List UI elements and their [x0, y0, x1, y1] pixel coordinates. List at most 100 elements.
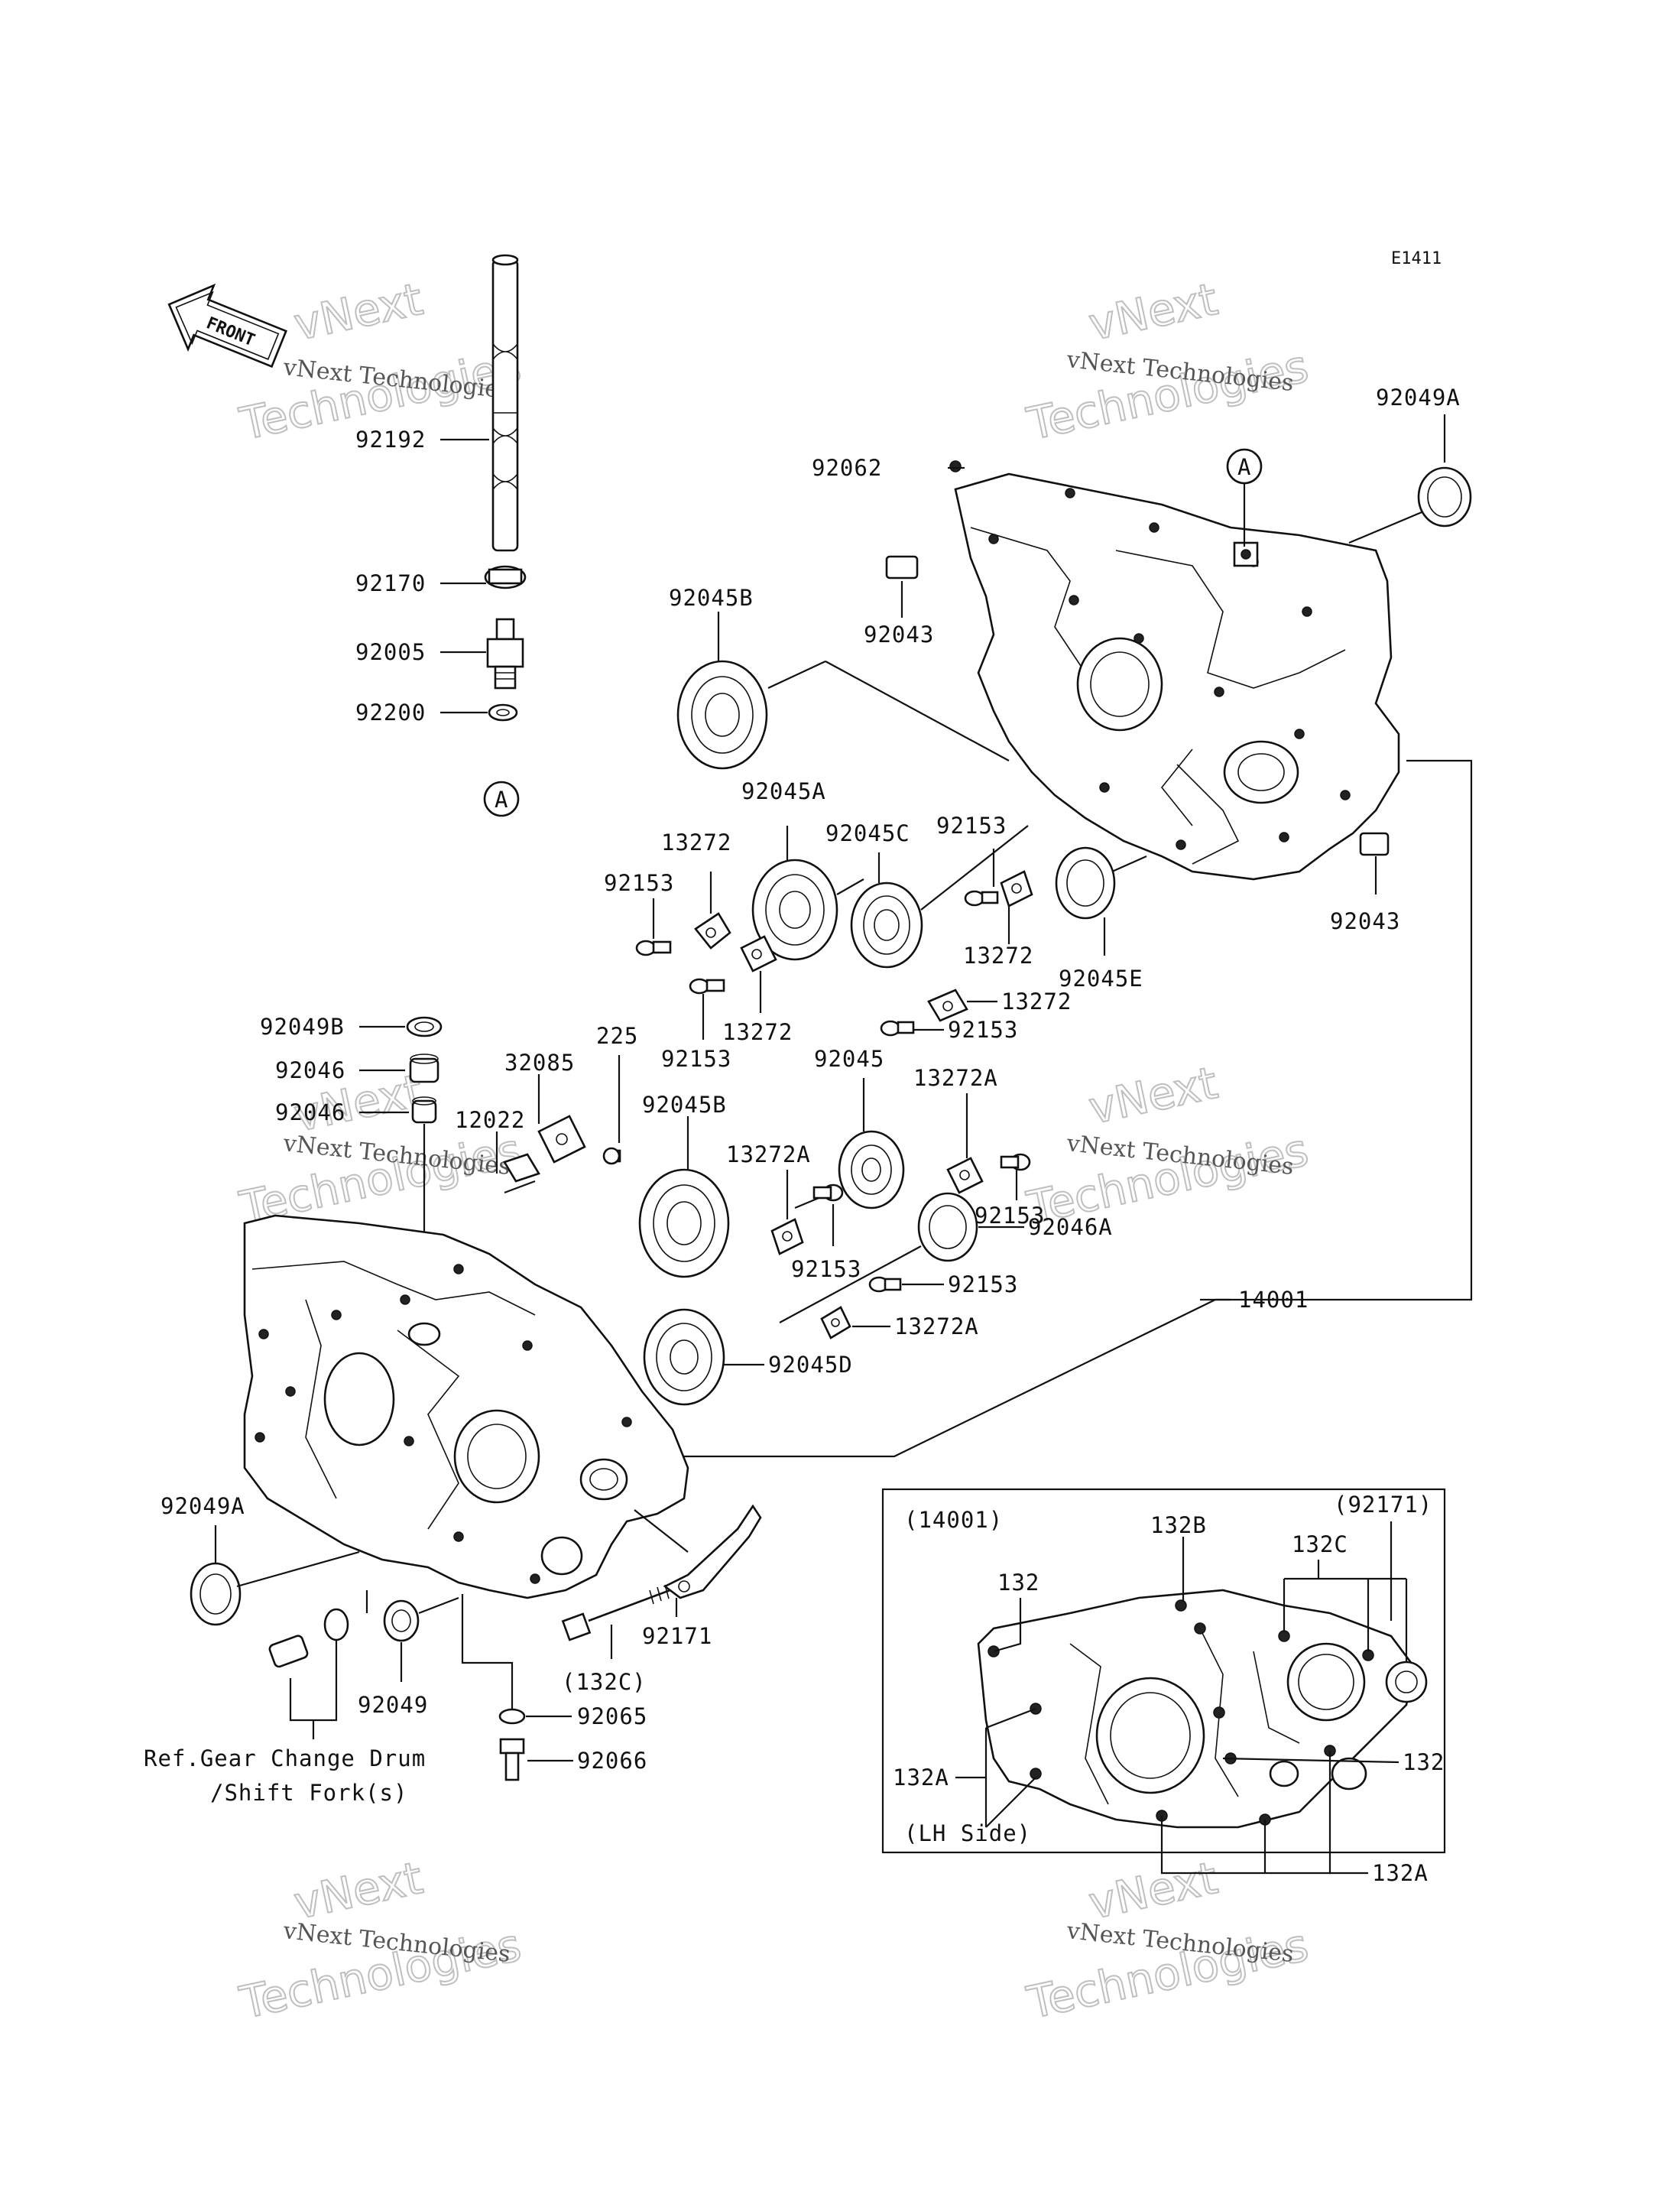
part-label: 92045B: [642, 1092, 727, 1118]
ball-bearing: [643, 1308, 725, 1406]
part-label: 13272: [722, 1019, 793, 1045]
part-label: 92170: [355, 570, 426, 596]
reference-note: /Shift Fork(s): [210, 1780, 407, 1806]
part-label: 13272A: [894, 1313, 979, 1339]
watermark-text: vNext: [1085, 1057, 1222, 1135]
diagram-code: E1411: [1391, 249, 1442, 268]
needle-bearing: [1055, 846, 1116, 920]
ref-a-label: A: [1237, 454, 1251, 480]
part-label: 92043: [1330, 908, 1400, 934]
part-label: 92043: [864, 622, 934, 648]
part-label: 92049B: [260, 1014, 345, 1040]
reference-a-circle: [483, 781, 520, 817]
watermark-text: vNext: [290, 273, 427, 351]
part-label: 13272: [963, 943, 1033, 969]
watermark-text: vNext: [1085, 1852, 1222, 1930]
bolt-label: 132B: [1150, 1512, 1207, 1538]
retainer-plate: [694, 912, 731, 950]
part-label: 92062: [812, 455, 882, 481]
washer: [488, 703, 518, 722]
part-label: 12022: [455, 1107, 525, 1133]
part-label: 14001: [1238, 1287, 1309, 1313]
nozzle: [503, 1153, 540, 1183]
retainer-plate: [946, 1157, 984, 1194]
bolt-label: 132: [1403, 1749, 1445, 1775]
watermark-bottom-right: vNext Technologies vNext Technologies: [1022, 1851, 1314, 2030]
inset-side: (LH Side): [904, 1820, 1031, 1846]
chain-guide: [663, 1504, 762, 1599]
screw: [964, 890, 999, 907]
bolt-label: 132C: [1292, 1531, 1348, 1557]
part-label: 92153: [948, 1271, 1018, 1297]
ball-bearing: [838, 1130, 905, 1209]
inset-frame: [881, 1488, 1446, 1854]
bolt-label: 132: [997, 1570, 1039, 1596]
washer: [498, 1708, 526, 1725]
part-label: 92046: [275, 1057, 345, 1083]
inset-bolt-locations: (14001) (92171) (LH Side) 132 132B: [881, 1488, 1446, 1886]
plug: [949, 460, 962, 472]
part-label: 92045: [814, 1046, 884, 1072]
needle-bearing: [411, 1096, 437, 1124]
part-label: 225: [596, 1023, 638, 1049]
bracket: [537, 1115, 586, 1164]
breather-fitting: [486, 618, 524, 690]
drain-bolt: [499, 1738, 525, 1781]
part-label: 92045A: [741, 778, 826, 804]
part-label: 92005: [355, 639, 426, 665]
retainer-plate: [770, 1218, 804, 1255]
part-label: 92153: [604, 870, 674, 896]
part-label: 13272A: [913, 1065, 998, 1091]
ball-bearing: [638, 1168, 730, 1278]
part-label: 92171: [642, 1623, 712, 1649]
ball-bearing: [751, 859, 838, 961]
part-label: 92153: [791, 1256, 861, 1282]
watermark-top-left: vNext Technologies vNext Technologies: [235, 272, 527, 451]
part-label: 92045C: [825, 820, 910, 846]
part-label: 92065: [577, 1703, 647, 1729]
part-label: 13272A: [726, 1141, 811, 1167]
part-label: 92045E: [1059, 966, 1143, 992]
part-label: 92046: [275, 1099, 345, 1125]
bolt-label: 132A: [1372, 1860, 1429, 1886]
part-label: 92046A: [1028, 1214, 1113, 1240]
needle-bearing: [409, 1054, 439, 1083]
shift-drum-pin: [268, 1635, 309, 1668]
part-label: 92045D: [768, 1352, 853, 1378]
left-crankcase: [243, 1214, 689, 1599]
screw: [689, 978, 725, 995]
hose-clamp: [484, 565, 527, 589]
part-label: 92066: [577, 1748, 647, 1774]
right-crankcase: [954, 472, 1400, 881]
part-label: 92049: [358, 1692, 428, 1718]
watermark-text: vNext: [290, 1852, 427, 1930]
part-label: 13272: [1001, 989, 1072, 1015]
dowel-pin: [885, 555, 919, 580]
breather-hose: [491, 254, 519, 552]
oil-seal: [1417, 466, 1472, 528]
assembly-bracket-line: [684, 759, 1473, 1458]
watermark-mid-left: vNext Technologies vNext Technologies: [235, 1063, 527, 1235]
dowel-pin: [1359, 832, 1390, 856]
oil-seal: [383, 1599, 420, 1642]
retainer-plate: [820, 1306, 851, 1339]
front-arrow-icon: FRONT: [167, 283, 287, 368]
screw: [880, 1020, 915, 1037]
reference-note: Ref.Gear Change Drum: [144, 1745, 426, 1771]
part-label: 92200: [355, 700, 426, 726]
bolt-label: 132A: [893, 1765, 949, 1791]
part-label: 92192: [355, 427, 426, 453]
part-label: (132C): [562, 1669, 647, 1695]
ball-bearing: [850, 881, 923, 969]
part-label: 92045B: [669, 585, 754, 611]
part-label: 92153: [661, 1046, 731, 1072]
needle-bearing: [917, 1192, 978, 1262]
part-label: 32085: [504, 1050, 575, 1076]
oil-seal: [190, 1562, 242, 1626]
inset-title: (14001): [904, 1507, 1003, 1533]
part-label: 92049A: [161, 1493, 245, 1519]
retainer-plate: [927, 989, 968, 1022]
ball-bearing: [676, 660, 768, 770]
part-label: 13272: [661, 830, 731, 855]
